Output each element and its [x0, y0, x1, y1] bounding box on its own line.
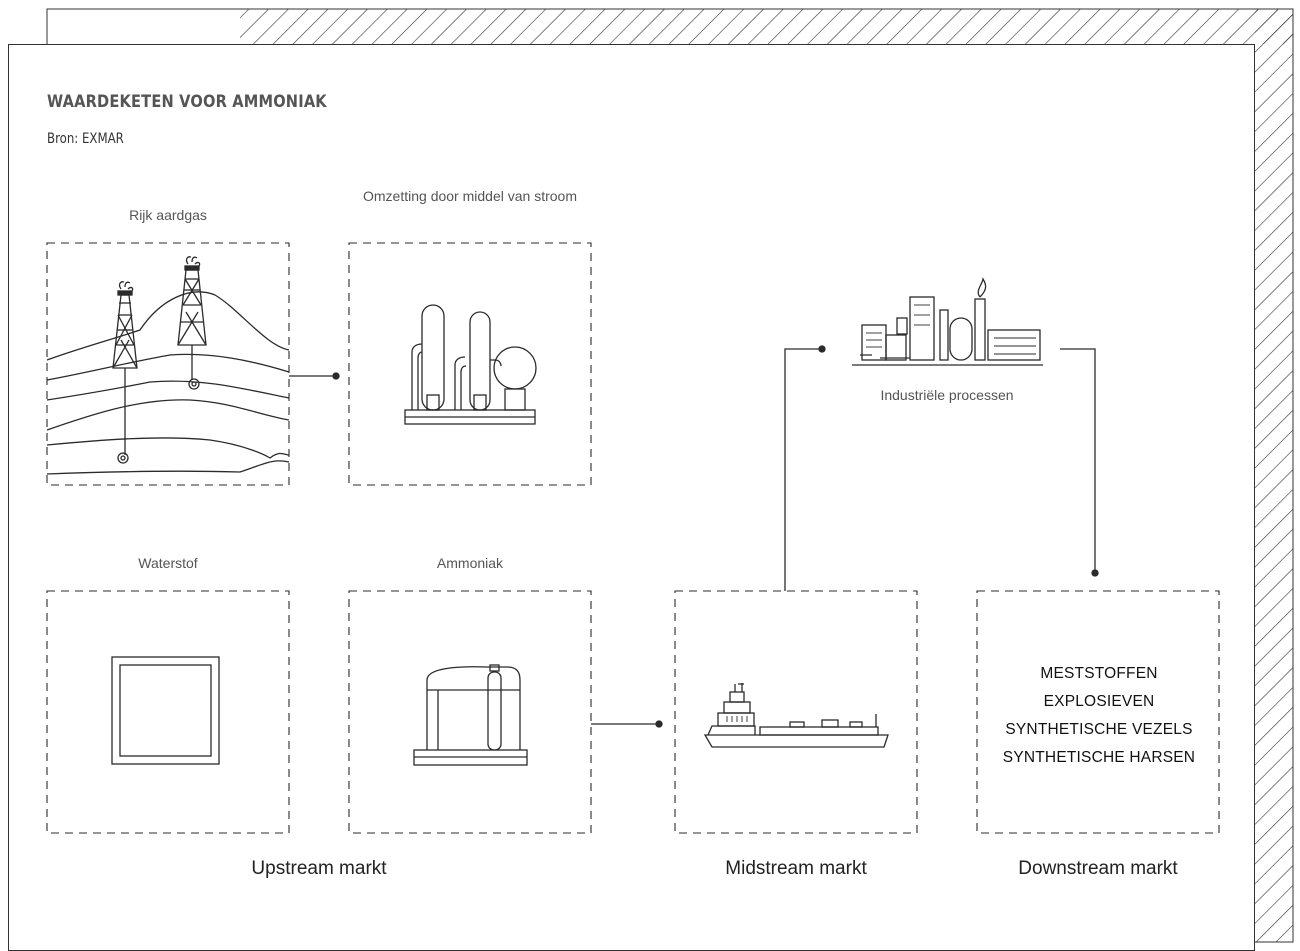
- storage-tank-icon: [413, 664, 528, 766]
- connector-industry-to-products: [1060, 348, 1099, 577]
- hydrogen-square-icon: [111, 656, 220, 765]
- ammonia-label: Ammoniak: [436, 555, 504, 571]
- connector-ammonia-to-ship: [591, 720, 663, 728]
- natural-gas-box: [46, 242, 290, 486]
- diagram-source: Bron: EXMAR: [47, 131, 124, 147]
- electrolysis-box: [348, 242, 592, 486]
- midstream-market-label: Midstream markt: [725, 858, 867, 879]
- downstream-market-label: Downstream markt: [1018, 858, 1178, 879]
- product-item: SYNTHETISCHE HARSEN: [1002, 749, 1196, 766]
- product-item: SYNTHETISCHE VEZELS: [1005, 721, 1193, 738]
- connector-gas-to-conversion: [289, 372, 340, 380]
- diagram-title: WAARDEKETEN VOOR AMMONIAK: [47, 92, 327, 112]
- upstream-market-label: Upstream markt: [251, 858, 387, 879]
- hydrogen-box: [46, 590, 290, 834]
- oil-derrick-icon: [46, 256, 290, 475]
- ammonia-box: [348, 590, 592, 834]
- gas-carrier-ship-icon: [703, 683, 889, 748]
- products-box: [976, 590, 1220, 834]
- natural-gas-label: Rijk aardgas: [129, 207, 207, 223]
- factory-icon: [852, 277, 1043, 366]
- shipping-box: [674, 590, 918, 834]
- electrolysis-label: Omzetting door middel van stroom: [363, 188, 577, 204]
- product-item: EXPLOSIEVEN: [1043, 693, 1155, 710]
- connector-ship-to-industry: [784, 345, 826, 591]
- hydrogen-label: Waterstof: [138, 555, 198, 571]
- product-item: MESTSTOFFEN: [1040, 665, 1158, 682]
- industry-label: Industriële processen: [880, 387, 1014, 403]
- chemical-plant-icon: [404, 304, 537, 425]
- products-list: MESTSTOFFEN EXPLOSIEVEN SYNTHETISCHE VEZ…: [978, 660, 1220, 772]
